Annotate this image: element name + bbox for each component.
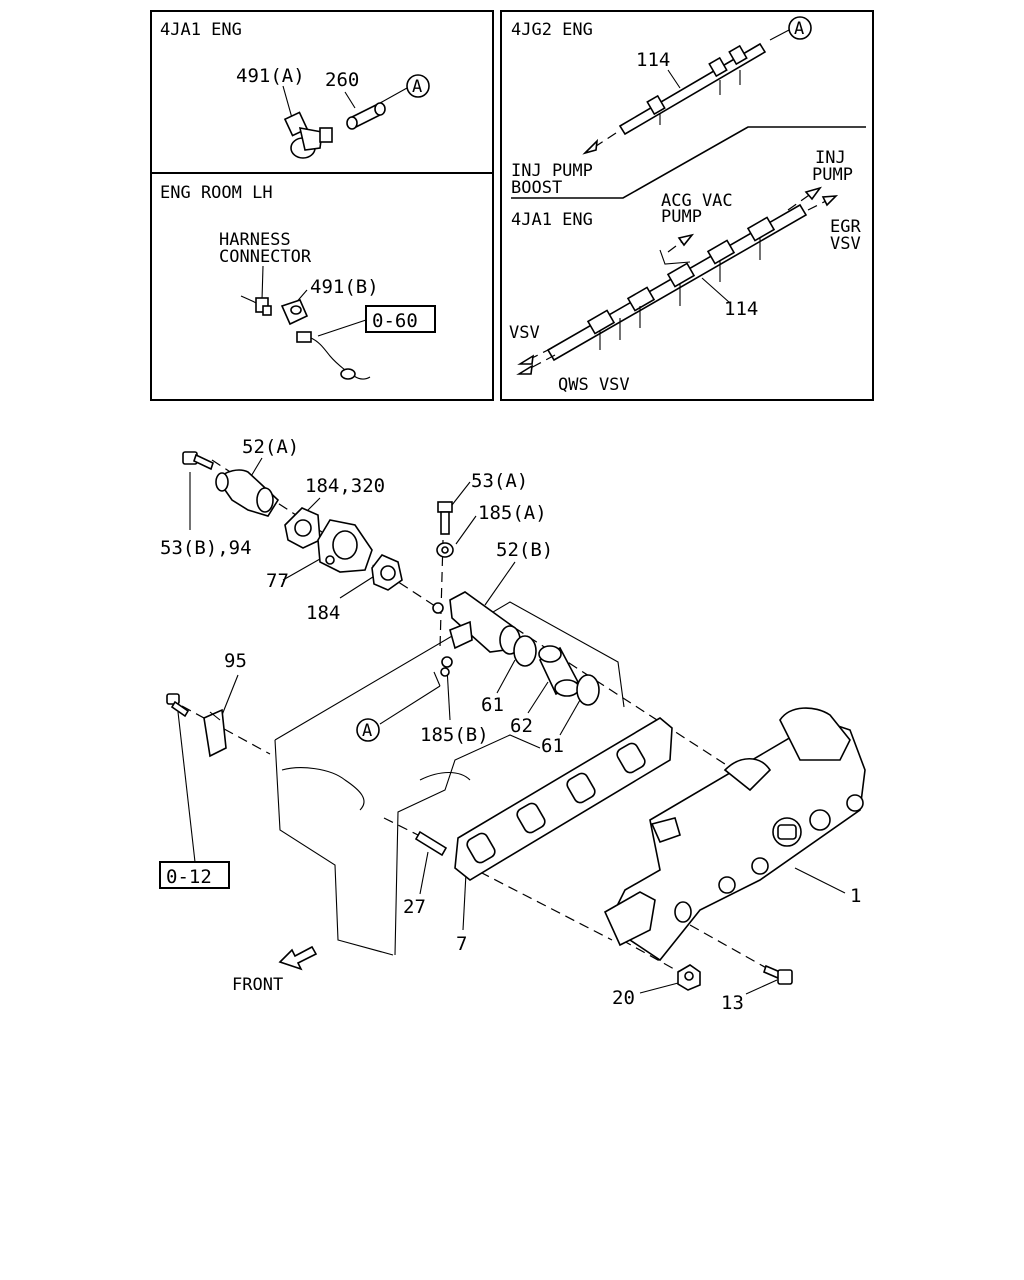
reference-letter-a: A	[412, 77, 422, 97]
leader-lines	[177, 457, 846, 995]
egr-vsv-line2: VSV	[830, 234, 861, 254]
part-label-20: 20	[612, 987, 635, 1009]
reference-box-060	[365, 305, 436, 333]
panel-title: ENG ROOM LH	[160, 183, 273, 203]
bolt-53b	[182, 451, 214, 471]
sensor-wire-icon	[296, 331, 371, 380]
acg-vac-line2: PUMP	[661, 207, 702, 227]
part-label-27: 27	[403, 896, 426, 918]
harness-label-line2: CONNECTOR	[219, 247, 312, 267]
inj-pump-line2: PUMP	[812, 165, 853, 185]
stud-27	[414, 830, 448, 857]
panel-title: 4JA1 ENG	[511, 210, 593, 230]
part-label-61: 61	[481, 694, 504, 716]
qws-vsv-label: QWS VSV	[558, 375, 630, 395]
part-label-260: 260	[325, 69, 359, 91]
panel-title: 4JA1 ENG	[160, 20, 242, 40]
part-label-184: 184	[306, 602, 340, 624]
front-arrow-icon	[278, 945, 318, 971]
bracket-95	[203, 708, 227, 758]
nut-185a	[436, 542, 454, 558]
part-label-77: 77	[266, 570, 289, 592]
part-label-491a: 491(A)	[236, 65, 305, 87]
panel-mid-left	[150, 172, 494, 401]
reference-circle-a	[406, 74, 430, 98]
inj-pump-line1: INJ	[815, 148, 846, 168]
inj-pump-boost-line2: BOOST	[511, 178, 562, 198]
egr-vsv-line1: EGR	[830, 217, 861, 237]
part-label-61: 61	[541, 735, 564, 757]
panel-right	[500, 10, 874, 401]
vacuum-pipe-4jg2-icon	[618, 42, 767, 136]
nut-20	[677, 964, 701, 991]
vacuum-pipe-4ja1-icon	[546, 203, 808, 362]
part-label-52a: 52(A)	[242, 436, 299, 458]
exhaust-manifold-1	[603, 707, 866, 962]
part-label-62: 62	[510, 715, 533, 737]
part-label-13: 13	[721, 992, 744, 1014]
part-label-184-320: 184,320	[305, 475, 385, 497]
panel-title: 4JG2 ENG	[511, 20, 593, 40]
gasket-184-320	[284, 507, 321, 549]
hose-clamp-61a	[513, 635, 537, 667]
part-label-52b: 52(B)	[496, 539, 553, 561]
hose-260-icon	[346, 102, 386, 130]
inj-pump-boost-line1: INJ PUMP	[511, 161, 593, 181]
arrow-inj-pump	[787, 192, 813, 211]
reference-letter-a: A	[362, 721, 372, 741]
acg-vac-line1: ACG VAC	[661, 191, 733, 211]
hose-clamp-61b	[576, 674, 600, 706]
part-label-7: 7	[456, 933, 467, 955]
reference-circle-a	[356, 718, 380, 742]
harness-label-line1: HARNESS	[219, 230, 291, 250]
bolt-012	[166, 693, 190, 718]
vsv-label: VSV	[509, 323, 540, 343]
gasket-184	[371, 554, 403, 591]
part-label-1: 1	[850, 885, 861, 907]
thermostat-housing-77	[317, 519, 373, 573]
divider-line	[511, 126, 866, 199]
manifold-gasket-7	[454, 717, 673, 881]
part-label-53b-94: 53(B),94	[160, 537, 252, 559]
engine-block-outline	[274, 601, 625, 956]
reference-label-012: 0-12	[166, 866, 212, 888]
front-label: FRONT	[232, 975, 283, 995]
harness-connector-icon	[240, 295, 272, 316]
reference-letter-a: A	[794, 19, 804, 39]
sensor-491a-icon	[283, 111, 333, 159]
part-label-491b: 491(B)	[310, 276, 379, 298]
bolt-53a	[437, 501, 453, 535]
reference-label-060: 0-60	[372, 310, 418, 332]
nut-185b	[440, 656, 453, 677]
reference-circle-a	[788, 16, 812, 40]
part-label-114: 114	[724, 298, 758, 320]
bolt-13	[763, 964, 793, 985]
part-label-185a: 185(A)	[478, 502, 547, 524]
part-label-185b: 185(B)	[420, 724, 489, 746]
part-label-95: 95	[224, 650, 247, 672]
water-outlet-pipe-52a	[215, 469, 280, 517]
part-label-53a: 53(A)	[471, 470, 528, 492]
hose-62	[538, 645, 580, 697]
water-pipe-52b	[432, 591, 521, 655]
arrow-qws-vsv	[526, 354, 556, 371]
connector-491b-icon	[280, 299, 309, 326]
part-label-114: 114	[636, 49, 670, 71]
